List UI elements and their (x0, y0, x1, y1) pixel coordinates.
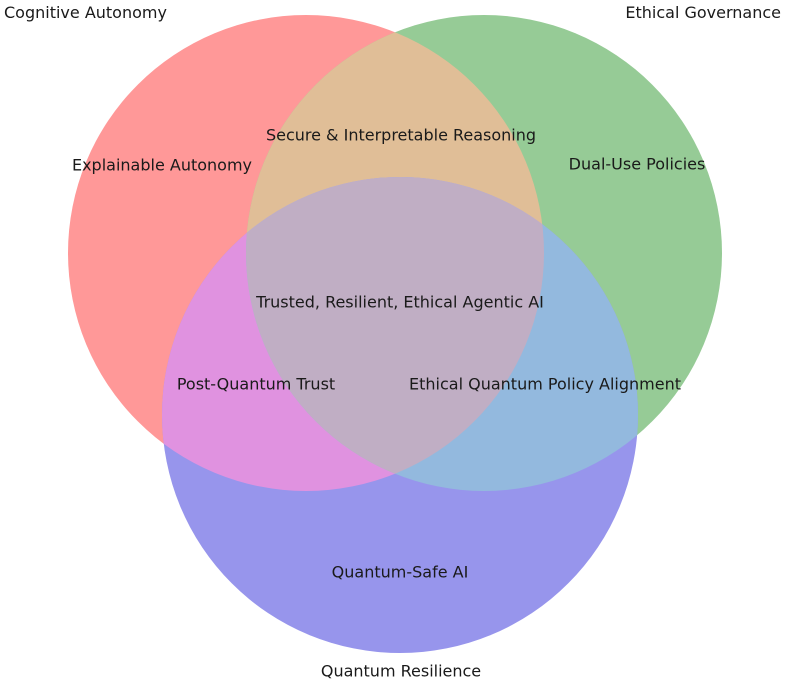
set-title-cognitive-autonomy: Cognitive Autonomy (4, 3, 167, 22)
region-label-secure-interpretable-reasoning: Secure & Interpretable Reasoning (265, 125, 537, 145)
set-title-quantum-resilience: Quantum Resilience (320, 661, 482, 681)
region-label-dual-use-policies: Dual-Use Policies (568, 154, 706, 174)
region-label-ethical-quantum-policy-alignment: Ethical Quantum Policy Alignment (409, 374, 681, 394)
set-title-ethical-governance: Ethical Governance (625, 3, 781, 22)
region-triple-intersection (246, 177, 544, 491)
region-label-quantum-safe-ai: Quantum-Safe AI (331, 562, 469, 582)
region-label-explainable-autonomy: Explainable Autonomy (71, 155, 253, 175)
region-label-post-quantum-trust: Post-Quantum Trust (176, 374, 336, 394)
region-label-trusted-resilient-ethical-agentic-ai: Trusted, Resilient, Ethical Agentic AI (256, 292, 544, 312)
